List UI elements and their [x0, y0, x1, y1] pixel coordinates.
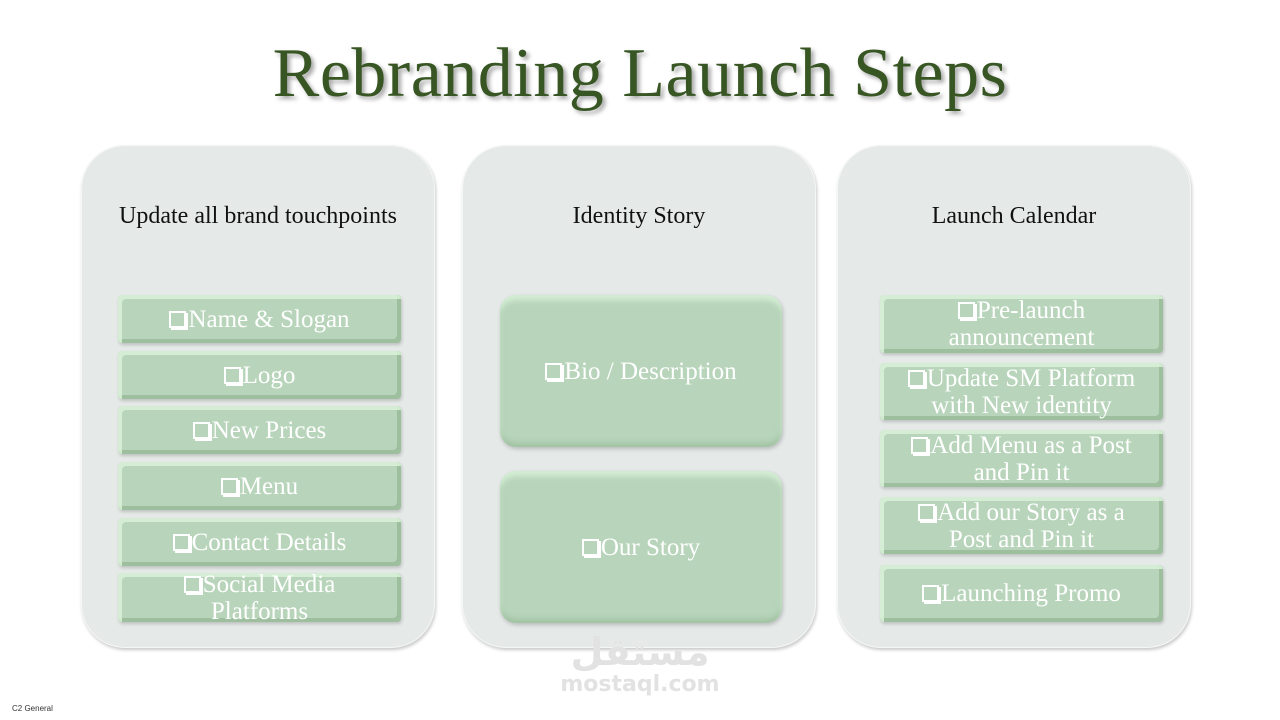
slide-title: Rebranding Launch Steps [272, 35, 1008, 112]
checkbox-icon [922, 585, 940, 602]
item-bio-description: Bio / Description [500, 295, 782, 447]
checkbox-icon [192, 421, 210, 439]
checkbox-icon [172, 533, 190, 551]
checkbox-icon [581, 538, 599, 556]
item-launching-promo: Launching Promo [880, 565, 1163, 622]
item-add-story-post: Add our Story as a Post and Pin it [880, 497, 1163, 554]
checkbox-icon [545, 362, 563, 380]
item-contact-details: Contact Details [118, 518, 401, 566]
item-logo: Logo [118, 351, 401, 399]
panel-heading: Update all brand touchpoints [119, 203, 397, 229]
checkbox-icon [907, 369, 925, 387]
panel-heading: Identity Story [572, 203, 706, 229]
item-update-sm-platform: Update SM Platform with New identity [880, 363, 1163, 420]
classification-label: C2 General [12, 704, 53, 713]
item-add-menu-post: Add Menu as a Post and Pin it [880, 430, 1163, 487]
checkbox-icon [911, 436, 929, 454]
checkbox-icon [957, 302, 975, 319]
checkbox-icon [223, 366, 241, 384]
item-name-slogan: Name & Slogan [118, 295, 401, 343]
checkbox-icon [220, 477, 238, 495]
item-new-prices: New Prices [118, 406, 401, 454]
item-menu: Menu [118, 462, 401, 510]
watermark-arabic: مستقل [570, 630, 710, 674]
checkbox-icon [169, 310, 187, 328]
item-our-story: Our Story [500, 471, 782, 623]
checkbox-icon [183, 575, 201, 593]
item-social-media: Social Media Platforms [118, 571, 401, 625]
checkbox-icon [918, 503, 936, 521]
watermark-latin: mostaql.com [560, 672, 720, 697]
watermark: مستقل mostaql.com [560, 632, 720, 698]
item-pre-launch: Pre-launch announcement [880, 295, 1163, 353]
panel-heading: Launch Calendar [931, 203, 1097, 229]
